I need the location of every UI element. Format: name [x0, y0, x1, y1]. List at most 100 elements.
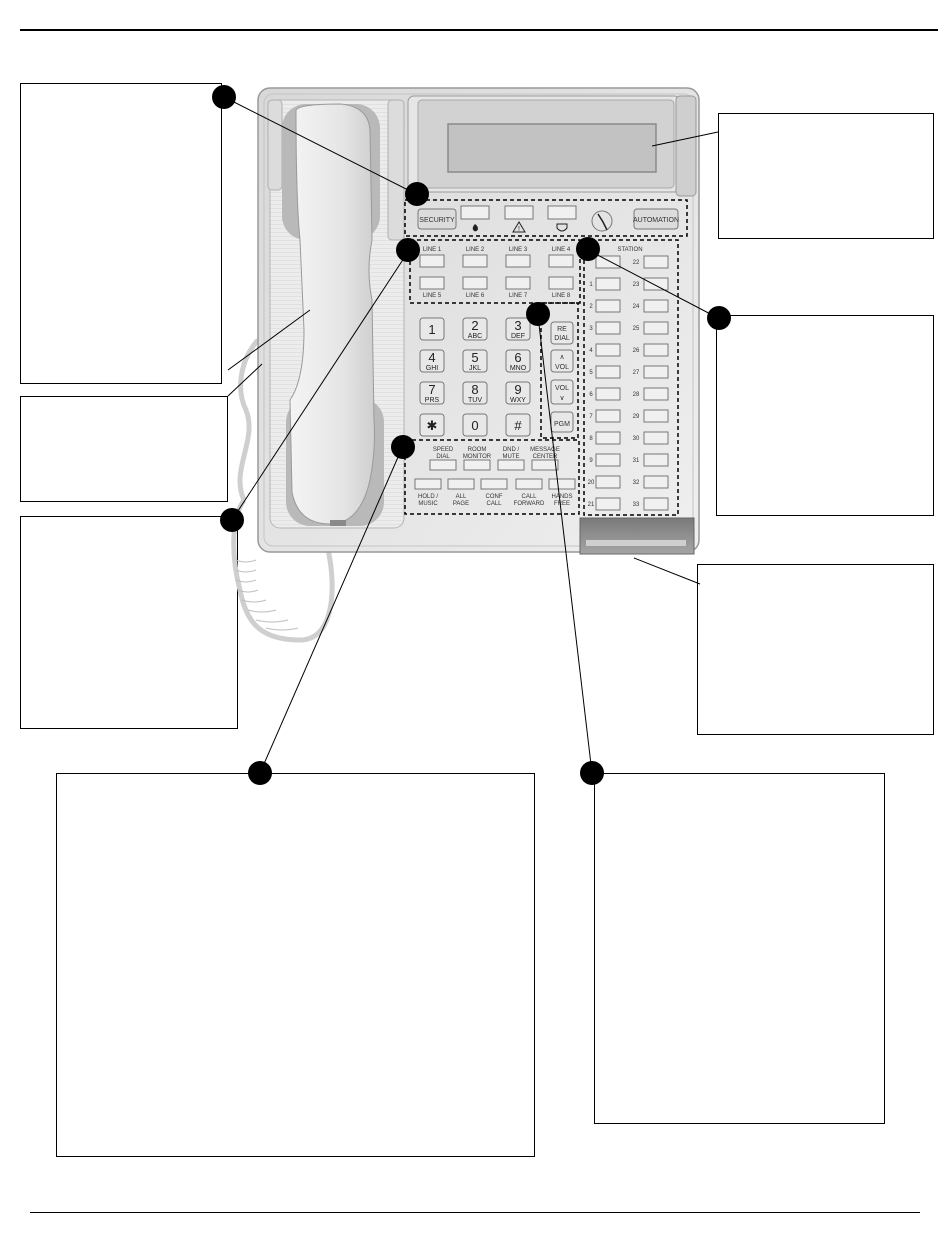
- station-key[interactable]: 9: [589, 453, 621, 467]
- callout-box-line-keys: [20, 516, 238, 729]
- station-key[interactable]: 6: [589, 387, 621, 401]
- automation-button[interactable]: AUTOMATION: [633, 208, 679, 230]
- line-key-5[interactable]: LINE 5: [419, 276, 445, 299]
- station-key[interactable]: 31: [633, 453, 669, 467]
- dial-key[interactable]: ✱: [419, 413, 445, 437]
- station-key[interactable]: 23: [633, 277, 669, 291]
- shield-button[interactable]: [547, 205, 577, 232]
- bottom-rule: [30, 1212, 920, 1213]
- station-key[interactable]: 1: [589, 277, 621, 291]
- station-key[interactable]: 5: [589, 365, 621, 379]
- dial-key-digit: 2: [471, 318, 478, 333]
- function-key-label: CALL: [486, 501, 502, 507]
- station-key[interactable]: 7: [589, 409, 621, 423]
- line-key-label: LINE 5: [423, 293, 442, 299]
- station-key[interactable]: 8: [589, 431, 621, 445]
- function-key-label: CONF: [486, 494, 503, 500]
- line-key-3[interactable]: LINE 3: [505, 247, 531, 268]
- station-key-number: 2: [589, 304, 593, 310]
- clock-icon: [597, 213, 608, 231]
- dial-key-digit: 4: [428, 350, 435, 365]
- station-key[interactable]: 28: [633, 387, 669, 401]
- function-key-label: DIAL: [436, 454, 450, 460]
- line-key-8[interactable]: LINE 8: [548, 276, 574, 299]
- svg-text:∧: ∧: [559, 354, 564, 361]
- dial-key-letters: JKL: [469, 365, 481, 372]
- callout-markers: [212, 85, 731, 785]
- dial-key[interactable]: 1: [419, 317, 445, 341]
- line-key-4[interactable]: LINE 4: [548, 247, 574, 268]
- svg-text:PGM: PGM: [554, 421, 570, 428]
- station-key[interactable]: 22: [633, 255, 669, 269]
- clock-button[interactable]: [591, 210, 613, 232]
- station-key[interactable]: 27: [633, 365, 669, 379]
- dial-key-letters: DEF: [511, 333, 525, 340]
- fire-icon: [472, 224, 478, 232]
- station-key[interactable]: 20: [588, 475, 621, 489]
- redial-button[interactable]: RE DIAL: [550, 321, 574, 345]
- function-key-label: MUSIC: [418, 501, 438, 507]
- callout-marker: [405, 182, 429, 206]
- station-title: STATION: [617, 247, 642, 253]
- station-key[interactable]: 29: [633, 409, 669, 423]
- function-key-label: MUTE: [503, 454, 520, 460]
- dial-key-digit: #: [514, 418, 522, 433]
- function-key-label: MONITOR: [463, 454, 492, 460]
- station-key[interactable]: 3: [589, 321, 621, 335]
- station-key-number: 6: [589, 392, 593, 398]
- line-key-label: LINE 8: [552, 293, 571, 299]
- dial-key-digit: 5: [471, 350, 478, 365]
- station-key[interactable]: 26: [633, 343, 669, 357]
- station-key[interactable]: 21: [588, 497, 621, 511]
- svg-text:DIAL: DIAL: [554, 335, 570, 342]
- callout-box-handset-top: [20, 83, 222, 384]
- line-keys: LINE 1 LINE 2 LINE 3 LINE 4 LINE 5 LINE 6 LINE…: [419, 247, 574, 299]
- line-key-7[interactable]: LINE 7: [505, 276, 531, 299]
- dial-key-digit: ✱: [427, 418, 438, 433]
- station-key-number: 32: [633, 480, 640, 486]
- station-key[interactable]: 33: [633, 497, 669, 511]
- dial-key[interactable]: #: [505, 413, 531, 437]
- security-button[interactable]: SECURITY: [417, 208, 457, 230]
- volume-down-button[interactable]: VOL ∨: [550, 379, 574, 405]
- volume-up-button[interactable]: ∧ VOL: [550, 349, 574, 373]
- station-key[interactable]: 2: [589, 299, 621, 313]
- warning-button[interactable]: !: [504, 205, 534, 233]
- station-key[interactable]: [595, 255, 621, 269]
- station-key[interactable]: 32: [633, 475, 669, 489]
- line-key-1[interactable]: LINE 1: [419, 247, 445, 268]
- pgm-button[interactable]: PGM: [550, 411, 574, 433]
- line-key-6[interactable]: LINE 6: [462, 276, 488, 299]
- function-key[interactable]: HOLD /MUSIC: [414, 478, 442, 507]
- station-key[interactable]: 30: [633, 431, 669, 445]
- station-key-number: 20: [588, 480, 595, 486]
- function-key-label: ALL: [456, 494, 467, 500]
- dial-key[interactable]: 0: [462, 413, 488, 437]
- dial-key-digit: 6: [514, 350, 521, 365]
- station-key[interactable]: 4: [589, 343, 621, 357]
- function-key-label: HOLD /: [418, 494, 438, 500]
- dial-key-letters: ABC: [468, 333, 482, 340]
- station-key[interactable]: 25: [633, 321, 669, 335]
- station-key-number: 24: [633, 304, 640, 310]
- station-key[interactable]: 24: [633, 299, 669, 313]
- line-key-2[interactable]: LINE 2: [462, 247, 488, 268]
- fire-alarm-button[interactable]: [460, 205, 490, 232]
- function-key[interactable]: DND /MUTE: [497, 447, 525, 471]
